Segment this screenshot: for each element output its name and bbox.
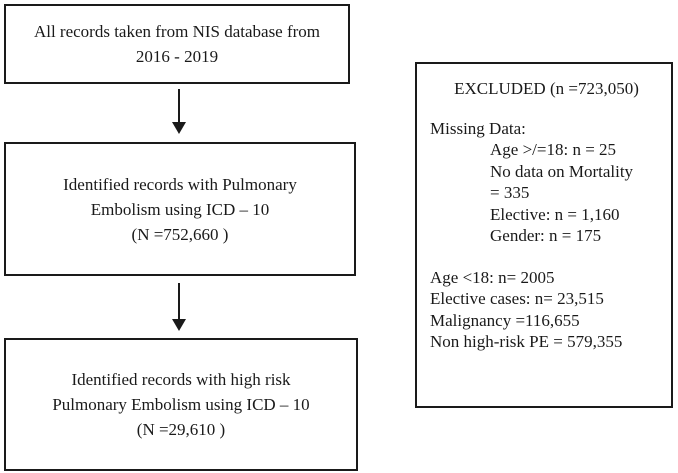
exclusion-item: Non high-risk PE = 579,355 xyxy=(430,332,623,351)
excluded-title: EXCLUDED (n =723,050) xyxy=(454,79,639,98)
exclusion-items-section: Age <18: n= 2005 Elective cases: n= 23,5… xyxy=(430,267,663,353)
flow-box-pe-records: Identified records with Pulmonary Emboli… xyxy=(4,142,356,276)
flow-box-high-risk-pe: Identified records with high risk Pulmon… xyxy=(4,338,358,471)
flow-box-high-risk-line: Pulmonary Embolism using ICD – 10 xyxy=(52,395,310,414)
arrow-shaft xyxy=(178,283,180,319)
flow-box-high-risk-line: Identified records with high risk xyxy=(71,370,291,389)
missing-data-item: No data on Mortality xyxy=(490,161,634,181)
flow-box-pe-line: Identified records with Pulmonary xyxy=(63,174,297,194)
exclusion-item: Age <18: n= 2005 xyxy=(430,267,555,287)
down-arrow-icon xyxy=(171,89,187,134)
missing-data-item: = 335 xyxy=(490,183,530,202)
flow-box-source: All records taken from NIS database from… xyxy=(4,4,350,84)
flow-box-source-line: 2016 - 2019 xyxy=(135,47,219,66)
flow-box-pe-line: Embolism using ICD – 10 xyxy=(90,199,270,219)
excluded-box: EXCLUDED (n =723,050) Missing Data: Age … xyxy=(415,62,673,408)
missing-data-item: Gender: n = 175 xyxy=(490,226,602,245)
flow-box-pe-count: (N =752,660 ) xyxy=(131,224,229,244)
exclusion-item: Elective cases: n= 23,515 xyxy=(430,289,604,308)
arrow-head xyxy=(172,122,186,134)
flow-box-source-line: All records taken from NIS database from xyxy=(33,22,321,41)
down-arrow-icon xyxy=(171,283,187,331)
arrow-shaft xyxy=(178,89,180,122)
arrow-head xyxy=(172,319,186,331)
missing-data-item: Elective: n = 1,160 xyxy=(490,204,620,224)
exclusion-item: Malignancy =116,655 xyxy=(430,310,580,330)
missing-data-header: Missing Data: xyxy=(430,118,526,138)
missing-data-item: Age >/=18: n = 25 xyxy=(490,140,617,159)
flow-box-high-risk-count: (N =29,610 ) xyxy=(136,420,226,439)
